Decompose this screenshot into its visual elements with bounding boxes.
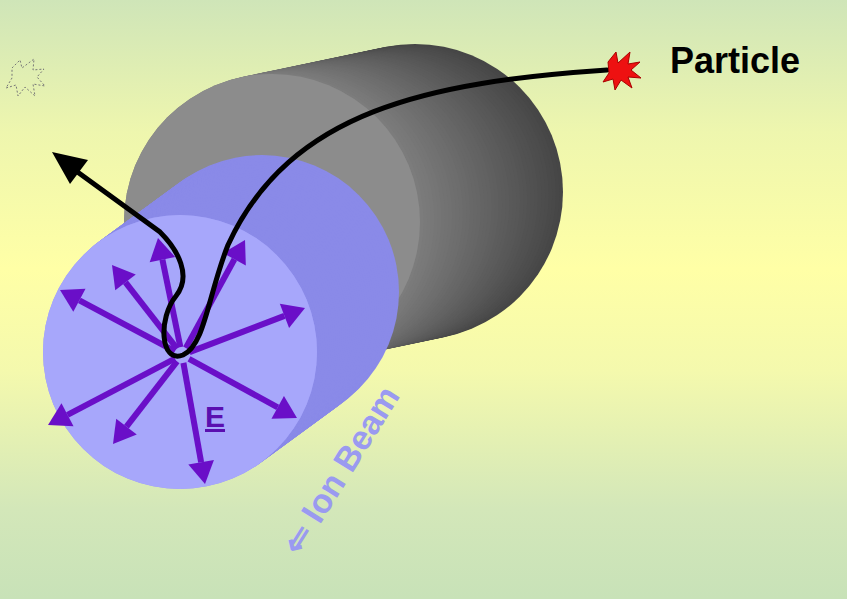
particle-trajectory <box>72 70 607 356</box>
field-arrowhead <box>280 304 305 328</box>
escaped-particle <box>6 59 45 96</box>
field-arrowhead <box>112 265 136 290</box>
field-arrowhead <box>48 403 74 426</box>
field-arrow <box>67 359 174 415</box>
particle-label: Particle <box>670 40 800 82</box>
field-arrow <box>183 363 201 462</box>
field-label: E <box>205 400 225 434</box>
particle-burst <box>603 52 641 90</box>
field-arrowhead <box>271 396 297 419</box>
field-arrow <box>126 282 178 348</box>
field-arrowhead <box>188 460 214 484</box>
field-arrowhead <box>60 289 86 312</box>
trajectory-arrowhead <box>52 152 88 184</box>
field-arrows <box>48 238 305 484</box>
field-arrowhead <box>113 419 137 444</box>
field-arrow <box>189 359 278 408</box>
